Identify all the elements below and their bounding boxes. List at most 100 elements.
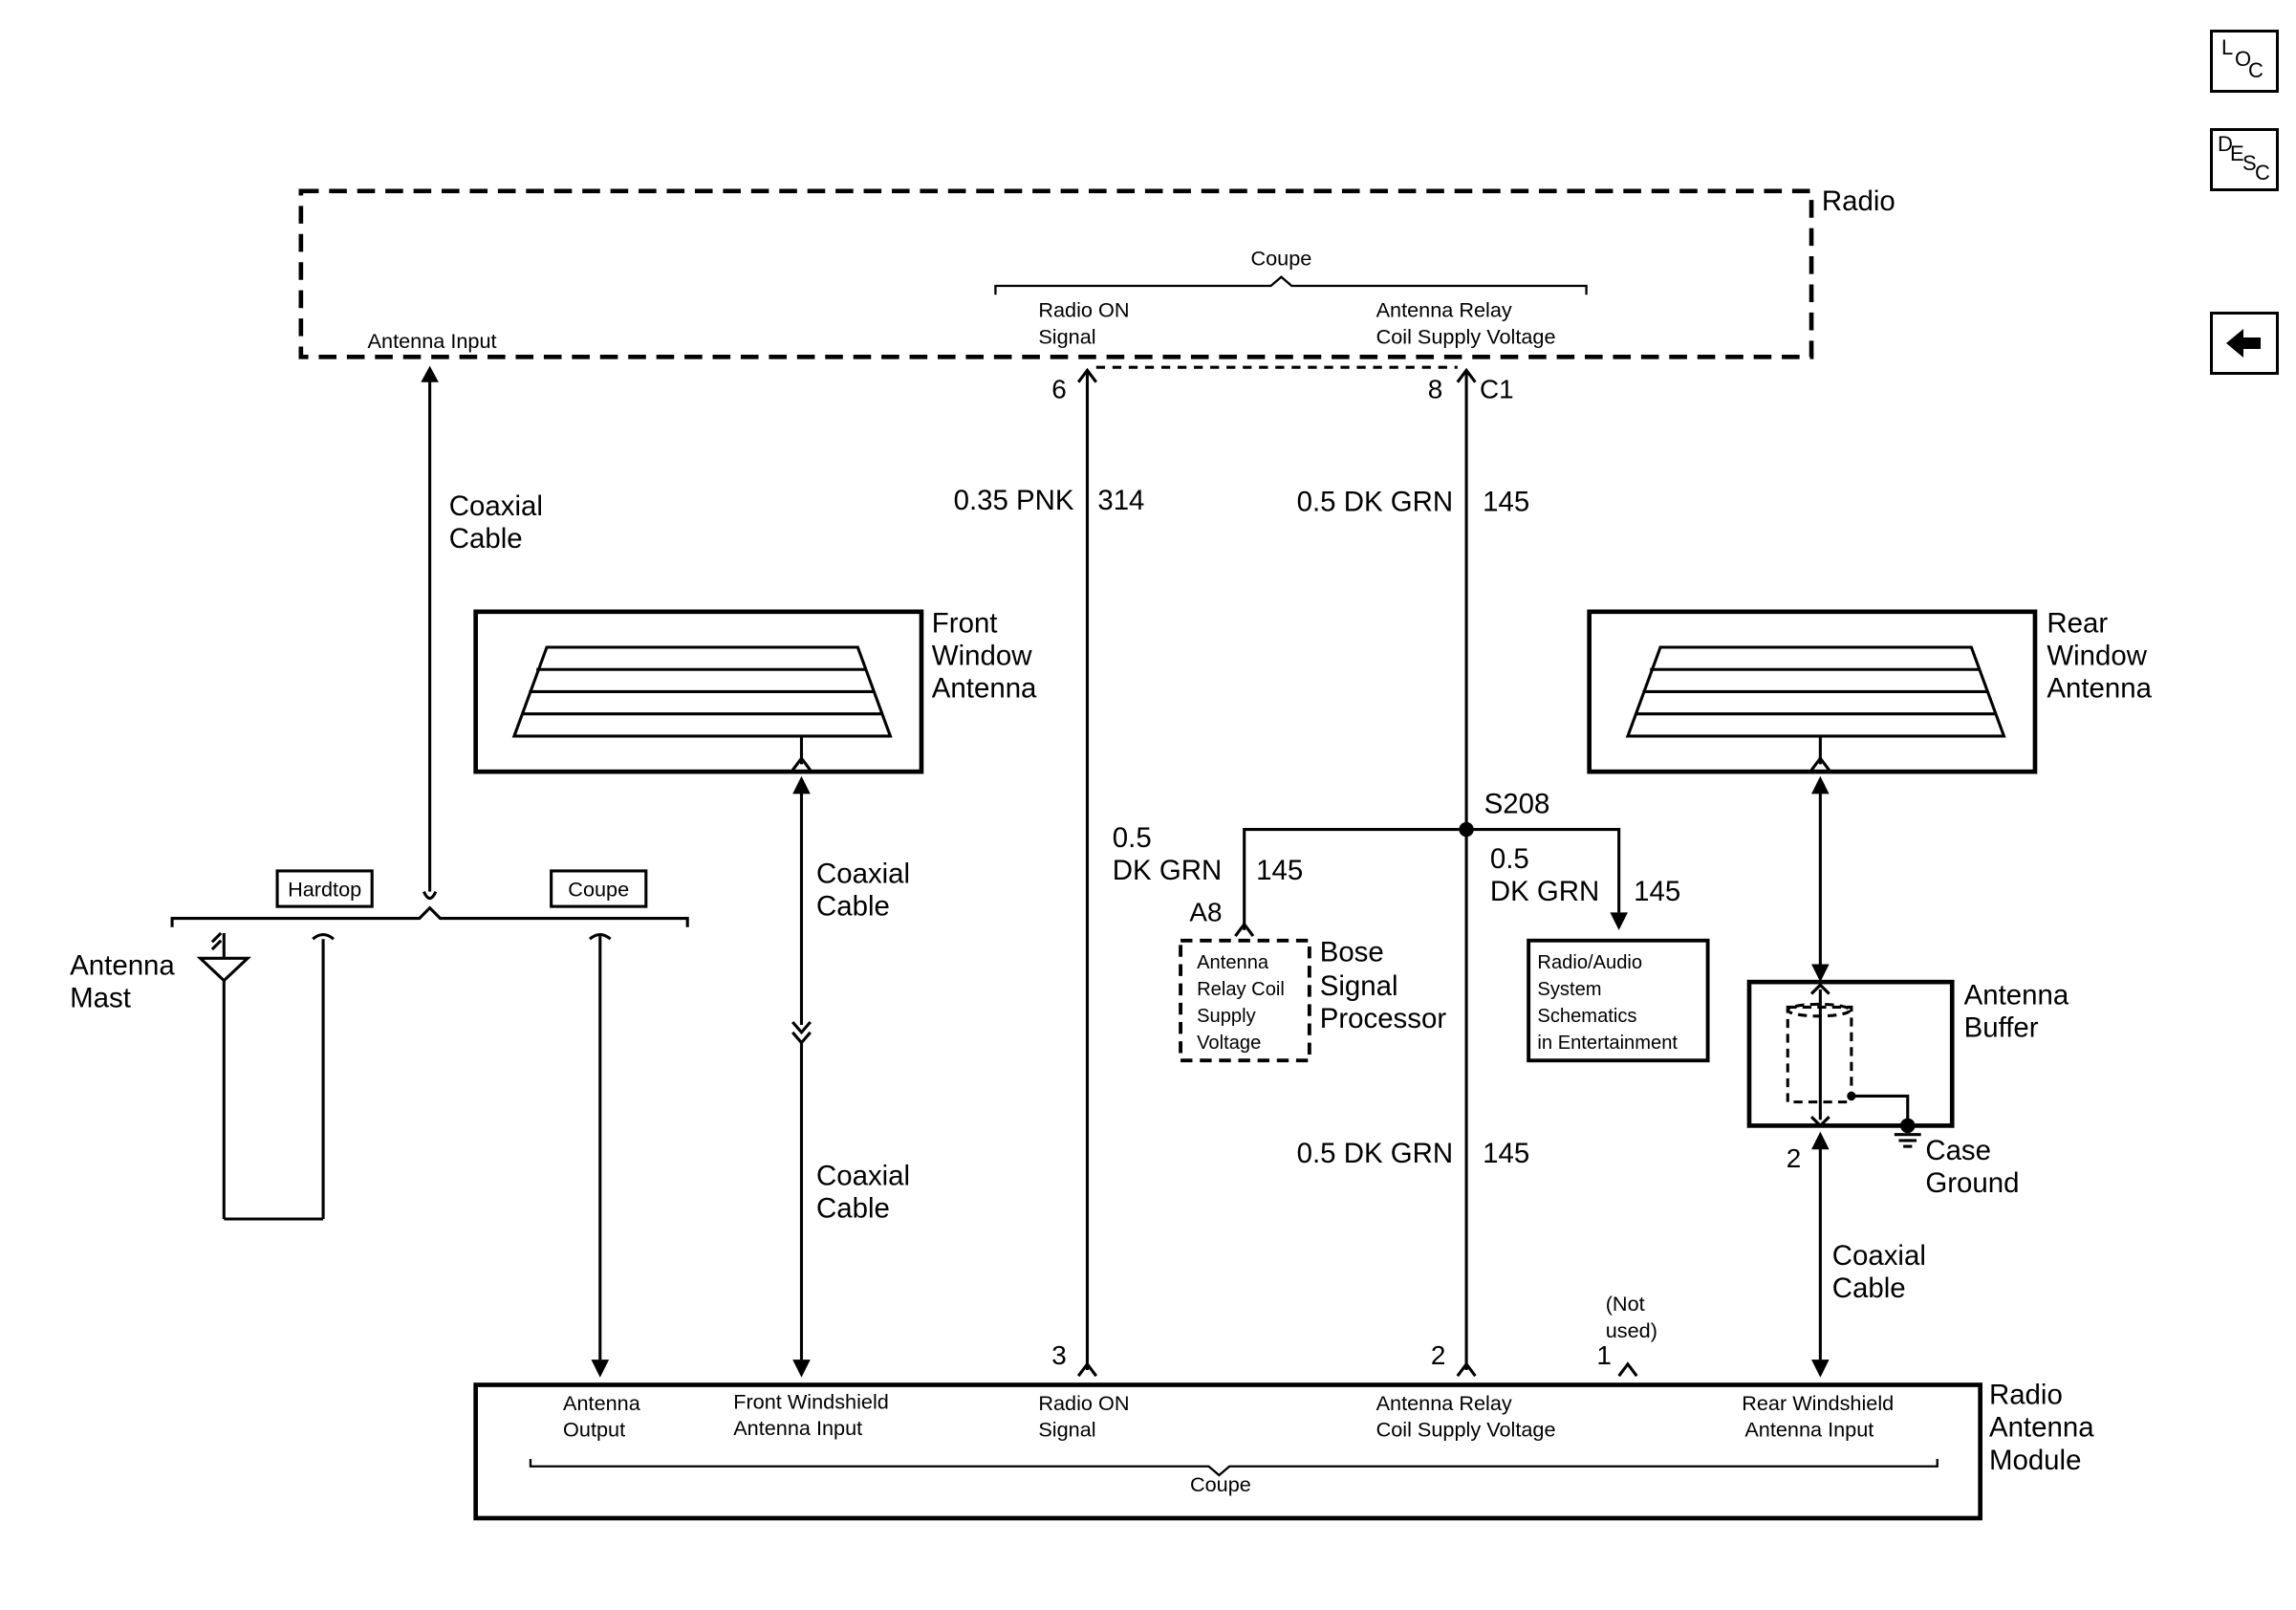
coax-rear-lower-arrow-top bbox=[1811, 1131, 1830, 1150]
case-ground-label-2: Ground bbox=[1925, 1167, 2019, 1199]
bose-inner-3: Supply bbox=[1197, 1006, 1256, 1027]
wire-314 bbox=[1076, 367, 1098, 1378]
unused-pin-mark bbox=[1617, 1361, 1638, 1378]
module-antenna-output-1: Antenna bbox=[563, 1391, 641, 1415]
desc-button[interactable]: D E S C bbox=[2210, 128, 2279, 191]
bose-inner-4: Voltage bbox=[1197, 1033, 1261, 1054]
bose-inner-1: Antenna bbox=[1197, 952, 1269, 973]
module-title-3: Module bbox=[1989, 1445, 2082, 1476]
desc-glyph-c: C bbox=[2255, 161, 2270, 185]
back-button[interactable] bbox=[2210, 312, 2279, 375]
pin-relay: 8 bbox=[1428, 375, 1443, 404]
coupe-option: Coupe bbox=[550, 869, 648, 908]
loc-glyph-o: O bbox=[2235, 47, 2252, 71]
coax-antenna-output bbox=[588, 933, 612, 1360]
bose-name-1: Bose bbox=[1320, 936, 1384, 968]
ent-line-4: in Entertainment bbox=[1537, 1033, 1678, 1054]
module-pin-unused: 1 bbox=[1596, 1340, 1612, 1370]
module-radio-on-1: Radio ON bbox=[1038, 1391, 1129, 1415]
entertainment-reference: Radio/Audio System Schematics in Enterta… bbox=[1527, 938, 1710, 1063]
entertainment-arrow-head bbox=[1610, 912, 1628, 930]
rear-antenna-label-1: Rear bbox=[2047, 608, 2108, 640]
module-radio-on-2: Signal bbox=[1038, 1418, 1095, 1442]
not-used-label-1: (Not bbox=[1606, 1292, 1645, 1316]
coax-rear-lower-arrow-bottom bbox=[1811, 1360, 1830, 1378]
radio-antenna-module: 3 2 1 Antenna Output Front Windshield An… bbox=[473, 1340, 2094, 1521]
ent-line-3: Schematics bbox=[1537, 1006, 1636, 1027]
hardtop-label: Hardtop bbox=[288, 877, 361, 901]
coax-antenna-output-arrow bbox=[591, 1360, 610, 1378]
case-ground-dot bbox=[1900, 1118, 1916, 1134]
desc-glyph-d: D bbox=[2218, 132, 2233, 156]
radio-box bbox=[298, 188, 1814, 359]
radio-on-signal-label-2: Signal bbox=[1038, 324, 1095, 348]
connector-c1: C1 bbox=[1480, 375, 1514, 404]
hardtop-option: Hardtop bbox=[275, 869, 374, 908]
ent-wire-color: DK GRN bbox=[1490, 876, 1599, 907]
module-pin-radio-on: 3 bbox=[1051, 1340, 1067, 1370]
module-title-1: Radio bbox=[1989, 1380, 2063, 1411]
coupe-group-brace bbox=[994, 275, 1588, 295]
rear-antenna-label-3: Antenna bbox=[2047, 673, 2152, 705]
wire-145-lower-color: 0.5 DK GRN bbox=[1297, 1138, 1454, 1169]
coax-low-label-1: Coaxial bbox=[816, 1160, 910, 1191]
module-relay-1: Antenna Relay bbox=[1376, 1391, 1512, 1415]
splice-s208-label: S208 bbox=[1484, 789, 1550, 820]
antenna-input-label: Antenna Input bbox=[368, 329, 497, 353]
module-box bbox=[473, 1382, 1982, 1521]
wire-145 bbox=[1456, 367, 1477, 1378]
coax-rear-upper-arrow-top bbox=[1811, 775, 1830, 794]
wire-314-color: 0.35 PNK bbox=[954, 485, 1074, 516]
module-pin-relay: 2 bbox=[1431, 1340, 1446, 1370]
module-title-2: Antenna bbox=[1989, 1412, 2094, 1444]
bose-box bbox=[1179, 938, 1311, 1063]
bose-inner-2: Relay Coil bbox=[1197, 979, 1285, 1000]
coax-mid-label-1: Coaxial bbox=[816, 858, 910, 889]
bose-wire-circuit: 145 bbox=[1256, 855, 1303, 886]
module-front-input-1: Front Windshield bbox=[733, 1389, 889, 1413]
antenna-buffer bbox=[1746, 979, 1955, 1148]
bose-name-2: Signal bbox=[1320, 970, 1398, 1002]
coax-rear-label-2: Cable bbox=[1832, 1273, 1906, 1304]
module-rear-input-2: Antenna Input bbox=[1744, 1418, 1874, 1442]
coax-front-arrow-bottom bbox=[792, 1360, 811, 1378]
wire-145-upper-color: 0.5 DK GRN bbox=[1297, 486, 1454, 517]
entertainment-box bbox=[1527, 938, 1710, 1063]
loc-glyph-c: C bbox=[2248, 58, 2264, 82]
module-coupe-label: Coupe bbox=[1190, 1472, 1251, 1496]
relay-voltage-label-2: Coil Supply Voltage bbox=[1376, 324, 1556, 348]
module-coupe-brace bbox=[529, 1458, 1939, 1477]
bose-wire-size: 0.5 bbox=[1113, 822, 1152, 854]
rear-window-antenna bbox=[1587, 609, 2038, 774]
bose-pin: A8 bbox=[1189, 898, 1222, 927]
coax-radio-input bbox=[422, 370, 438, 901]
option-bracket bbox=[170, 905, 689, 927]
module-rear-input-1: Rear Windshield bbox=[1742, 1391, 1894, 1415]
coax-low-label-2: Cable bbox=[816, 1192, 890, 1224]
radio-title: Radio bbox=[1822, 185, 1895, 217]
antenna-mast bbox=[196, 931, 335, 1221]
buffer-label-1: Antenna bbox=[1964, 979, 2069, 1011]
desc-glyph-s: S bbox=[2242, 151, 2257, 175]
coax-front-arrow-top bbox=[792, 775, 811, 794]
buffer-label-2: Buffer bbox=[1964, 1012, 2039, 1043]
antenna-mast-label-2: Mast bbox=[70, 982, 131, 1013]
loc-button[interactable]: L O C bbox=[2210, 30, 2279, 93]
loc-glyph-l: L bbox=[2221, 35, 2234, 59]
module-relay-2: Coil Supply Voltage bbox=[1376, 1418, 1556, 1442]
front-antenna-label-2: Window bbox=[932, 641, 1032, 672]
front-window-antenna bbox=[473, 609, 924, 774]
radio-component: Radio Antenna Input Coupe Radio ON Signa… bbox=[298, 185, 1895, 404]
bose-name-3: Processor bbox=[1320, 1003, 1447, 1034]
not-used-label-2: used) bbox=[1606, 1318, 1657, 1342]
rear-antenna-label-2: Window bbox=[2047, 641, 2147, 672]
left-arrow-icon bbox=[2226, 329, 2261, 358]
coax-rear-label-1: Coaxial bbox=[1832, 1240, 1926, 1272]
desc-glyph-e: E bbox=[2230, 141, 2244, 165]
buffer-pin: 2 bbox=[1787, 1143, 1802, 1173]
wire-145-lower-circuit: 145 bbox=[1483, 1138, 1529, 1169]
ent-line-2: System bbox=[1537, 979, 1601, 1000]
module-front-input-2: Antenna Input bbox=[733, 1416, 862, 1440]
